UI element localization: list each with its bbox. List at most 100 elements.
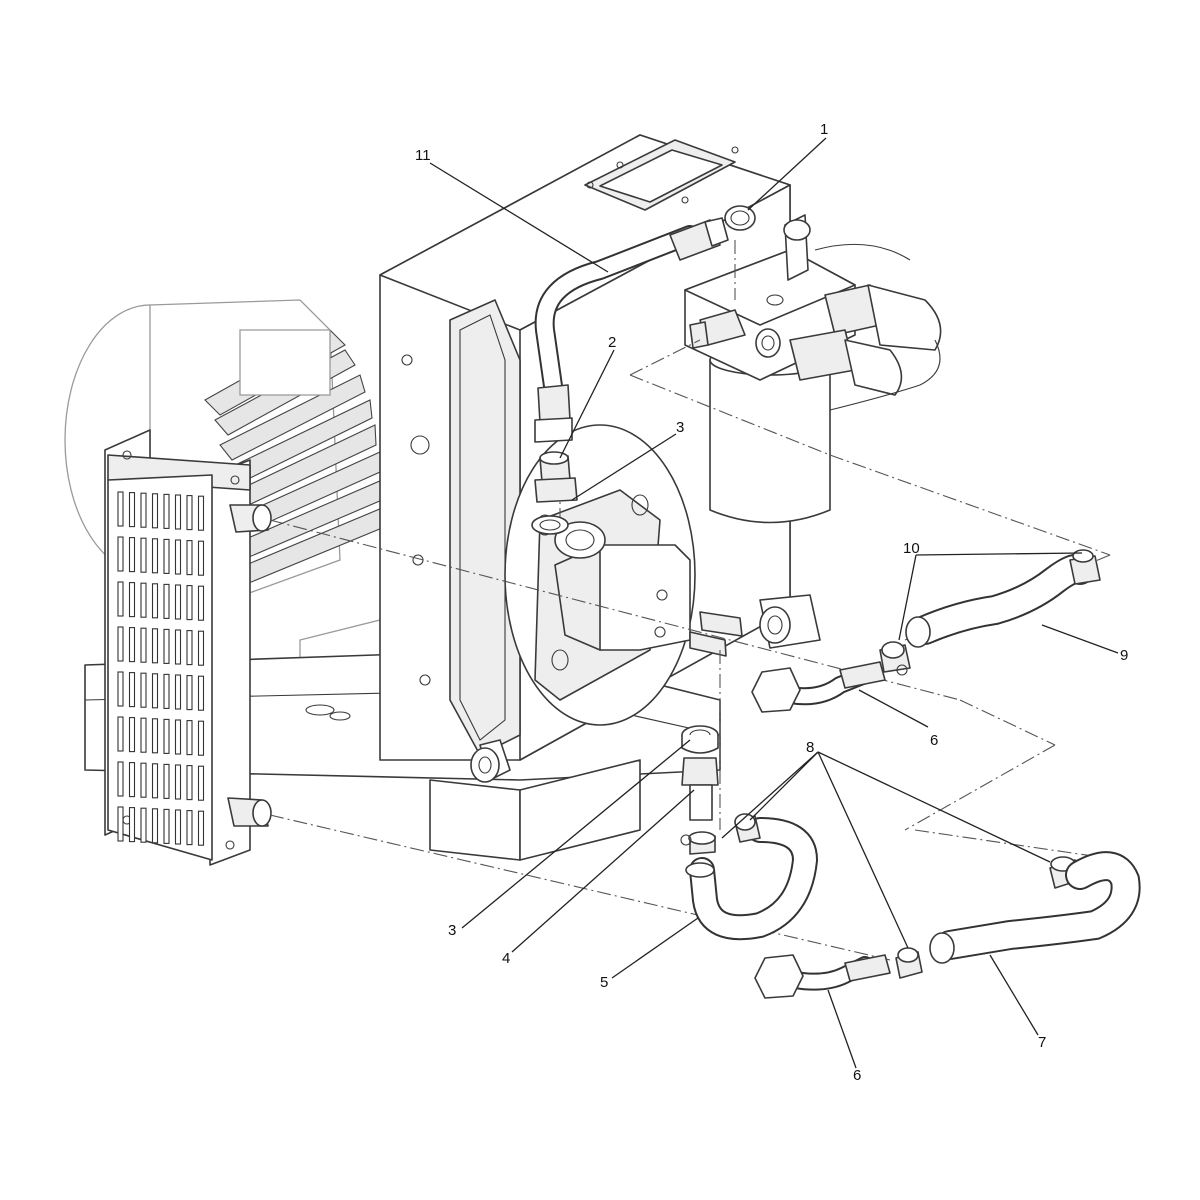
grille-slot — [197, 495, 205, 531]
part-2-adapter — [539, 451, 571, 483]
grille-slot — [128, 492, 136, 528]
part-6-fitting-lower — [754, 954, 891, 999]
grille-slot — [128, 672, 136, 708]
part-6-fitting-upper — [751, 661, 886, 713]
clamp-a — [680, 831, 716, 855]
part-11-hose — [534, 217, 729, 443]
part-5-suction-hose — [685, 817, 819, 941]
grille-slot — [163, 583, 170, 619]
grille-slot — [140, 807, 147, 843]
grille-slot — [186, 585, 193, 621]
callout-3-upper: 3 — [676, 419, 684, 436]
grille-slot — [186, 720, 193, 756]
callout-9: 9 — [1120, 647, 1128, 664]
grille-slot — [197, 630, 205, 666]
callout-7: 7 — [1038, 1034, 1046, 1051]
callout-2: 2 — [608, 334, 616, 351]
oil-cooler — [104, 429, 272, 866]
grille-slot — [186, 675, 193, 711]
grille-slot — [163, 493, 170, 529]
grille-slot — [197, 720, 205, 756]
grille-slot — [197, 540, 205, 576]
callout-6-upper: 6 — [930, 732, 938, 749]
grille-slot — [117, 581, 124, 617]
grille-slot — [151, 763, 159, 799]
grille-slot — [151, 808, 159, 844]
grille-slot — [128, 762, 136, 798]
grille-slot — [117, 626, 124, 662]
grille-slot — [117, 491, 124, 527]
callout-10: 10 — [903, 540, 920, 557]
part-1-seal-ring — [724, 205, 756, 231]
grille-slot — [140, 492, 147, 528]
part-10-hose-clamps — [879, 549, 1101, 676]
grille-slot — [117, 536, 124, 572]
leader-lines — [429, 137, 1119, 1069]
grille-slot — [174, 494, 182, 530]
grille-slot — [117, 716, 124, 752]
grille-slot — [140, 582, 147, 618]
grille-slot — [163, 718, 170, 754]
grille-slot — [186, 630, 193, 666]
filter-assembly — [684, 214, 942, 649]
grille-slot — [140, 762, 147, 798]
grille-slot — [151, 493, 159, 529]
part-7-hose — [929, 851, 1141, 964]
grille-slot — [163, 538, 170, 574]
grille-slot — [174, 629, 182, 665]
clamp-d — [895, 947, 923, 979]
grille-slot — [197, 810, 205, 846]
grille-slot — [186, 810, 193, 846]
grille-slot — [186, 495, 193, 531]
grille-slot — [151, 673, 159, 709]
part-3-seal-lower — [681, 725, 719, 754]
grille-slot — [163, 763, 170, 799]
grille-slot — [128, 582, 136, 618]
clamp-b — [734, 813, 761, 843]
callout-5: 5 — [600, 974, 608, 991]
grille-slot — [151, 538, 159, 574]
callout-8: 8 — [806, 739, 814, 756]
clamp-e — [879, 641, 911, 676]
callout-4: 4 — [502, 950, 510, 967]
grille-slot — [140, 672, 147, 708]
cooler-grille — [117, 491, 205, 846]
grille-slot — [151, 583, 159, 619]
grille-slot — [140, 717, 147, 753]
grille-slot — [174, 809, 182, 845]
grille-slot — [140, 537, 147, 573]
grille-slot — [174, 539, 182, 575]
grille-slot — [128, 537, 136, 573]
callout-1: 1 — [820, 121, 828, 138]
grille-slot — [197, 585, 205, 621]
clamp-f — [1069, 549, 1101, 585]
part-8-hose-clamps — [680, 813, 1081, 979]
grille-slot — [186, 765, 193, 801]
grille-slot — [151, 718, 159, 754]
part-4-barb-fitting — [681, 757, 719, 821]
part-9-hose — [905, 553, 1095, 648]
grille-slot — [163, 808, 170, 844]
grille-slot — [128, 627, 136, 663]
callout-11: 11 — [415, 147, 431, 164]
grille-slot — [174, 674, 182, 710]
grille-slot — [117, 806, 124, 842]
part-3-seal-upper — [531, 477, 578, 535]
grille-slot — [174, 584, 182, 620]
grille-slot — [163, 628, 170, 664]
callout-3-lower: 3 — [448, 922, 456, 939]
grille-slot — [117, 761, 124, 797]
callout-6-lower: 6 — [853, 1067, 861, 1084]
grille-slot — [128, 807, 136, 843]
grille-slot — [151, 628, 159, 664]
grille-slot — [197, 675, 205, 711]
grille-slot — [197, 765, 205, 801]
grille-slot — [128, 717, 136, 753]
gear-pump — [554, 521, 743, 657]
callout-labels: 1 2 3 3 4 5 6 6 7 8 9 10 11 — [415, 121, 1128, 1084]
grille-slot — [140, 627, 147, 663]
grille-slot — [117, 671, 124, 707]
grille-slot — [186, 540, 193, 576]
grille-slot — [163, 673, 170, 709]
